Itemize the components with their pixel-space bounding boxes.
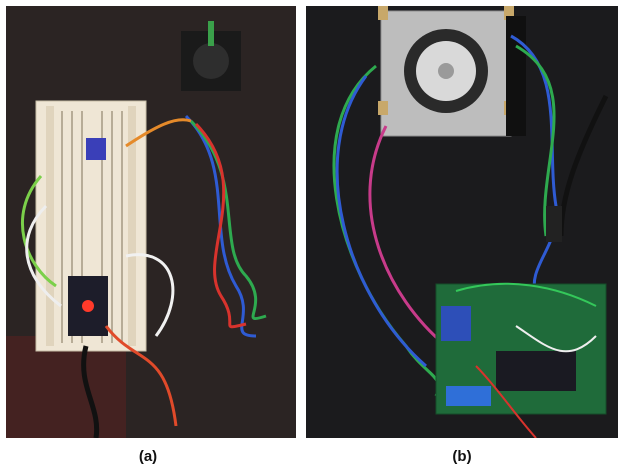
caption-panel-a: (a) — [138, 448, 158, 465]
caption-panel-b: (b) — [452, 448, 472, 465]
photo-breadboard-setup — [6, 6, 296, 438]
breadboard-circuit-photo-icon — [6, 6, 296, 438]
photo-pcb-setup — [306, 6, 618, 438]
pcb-circuit-photo-icon — [306, 6, 618, 438]
